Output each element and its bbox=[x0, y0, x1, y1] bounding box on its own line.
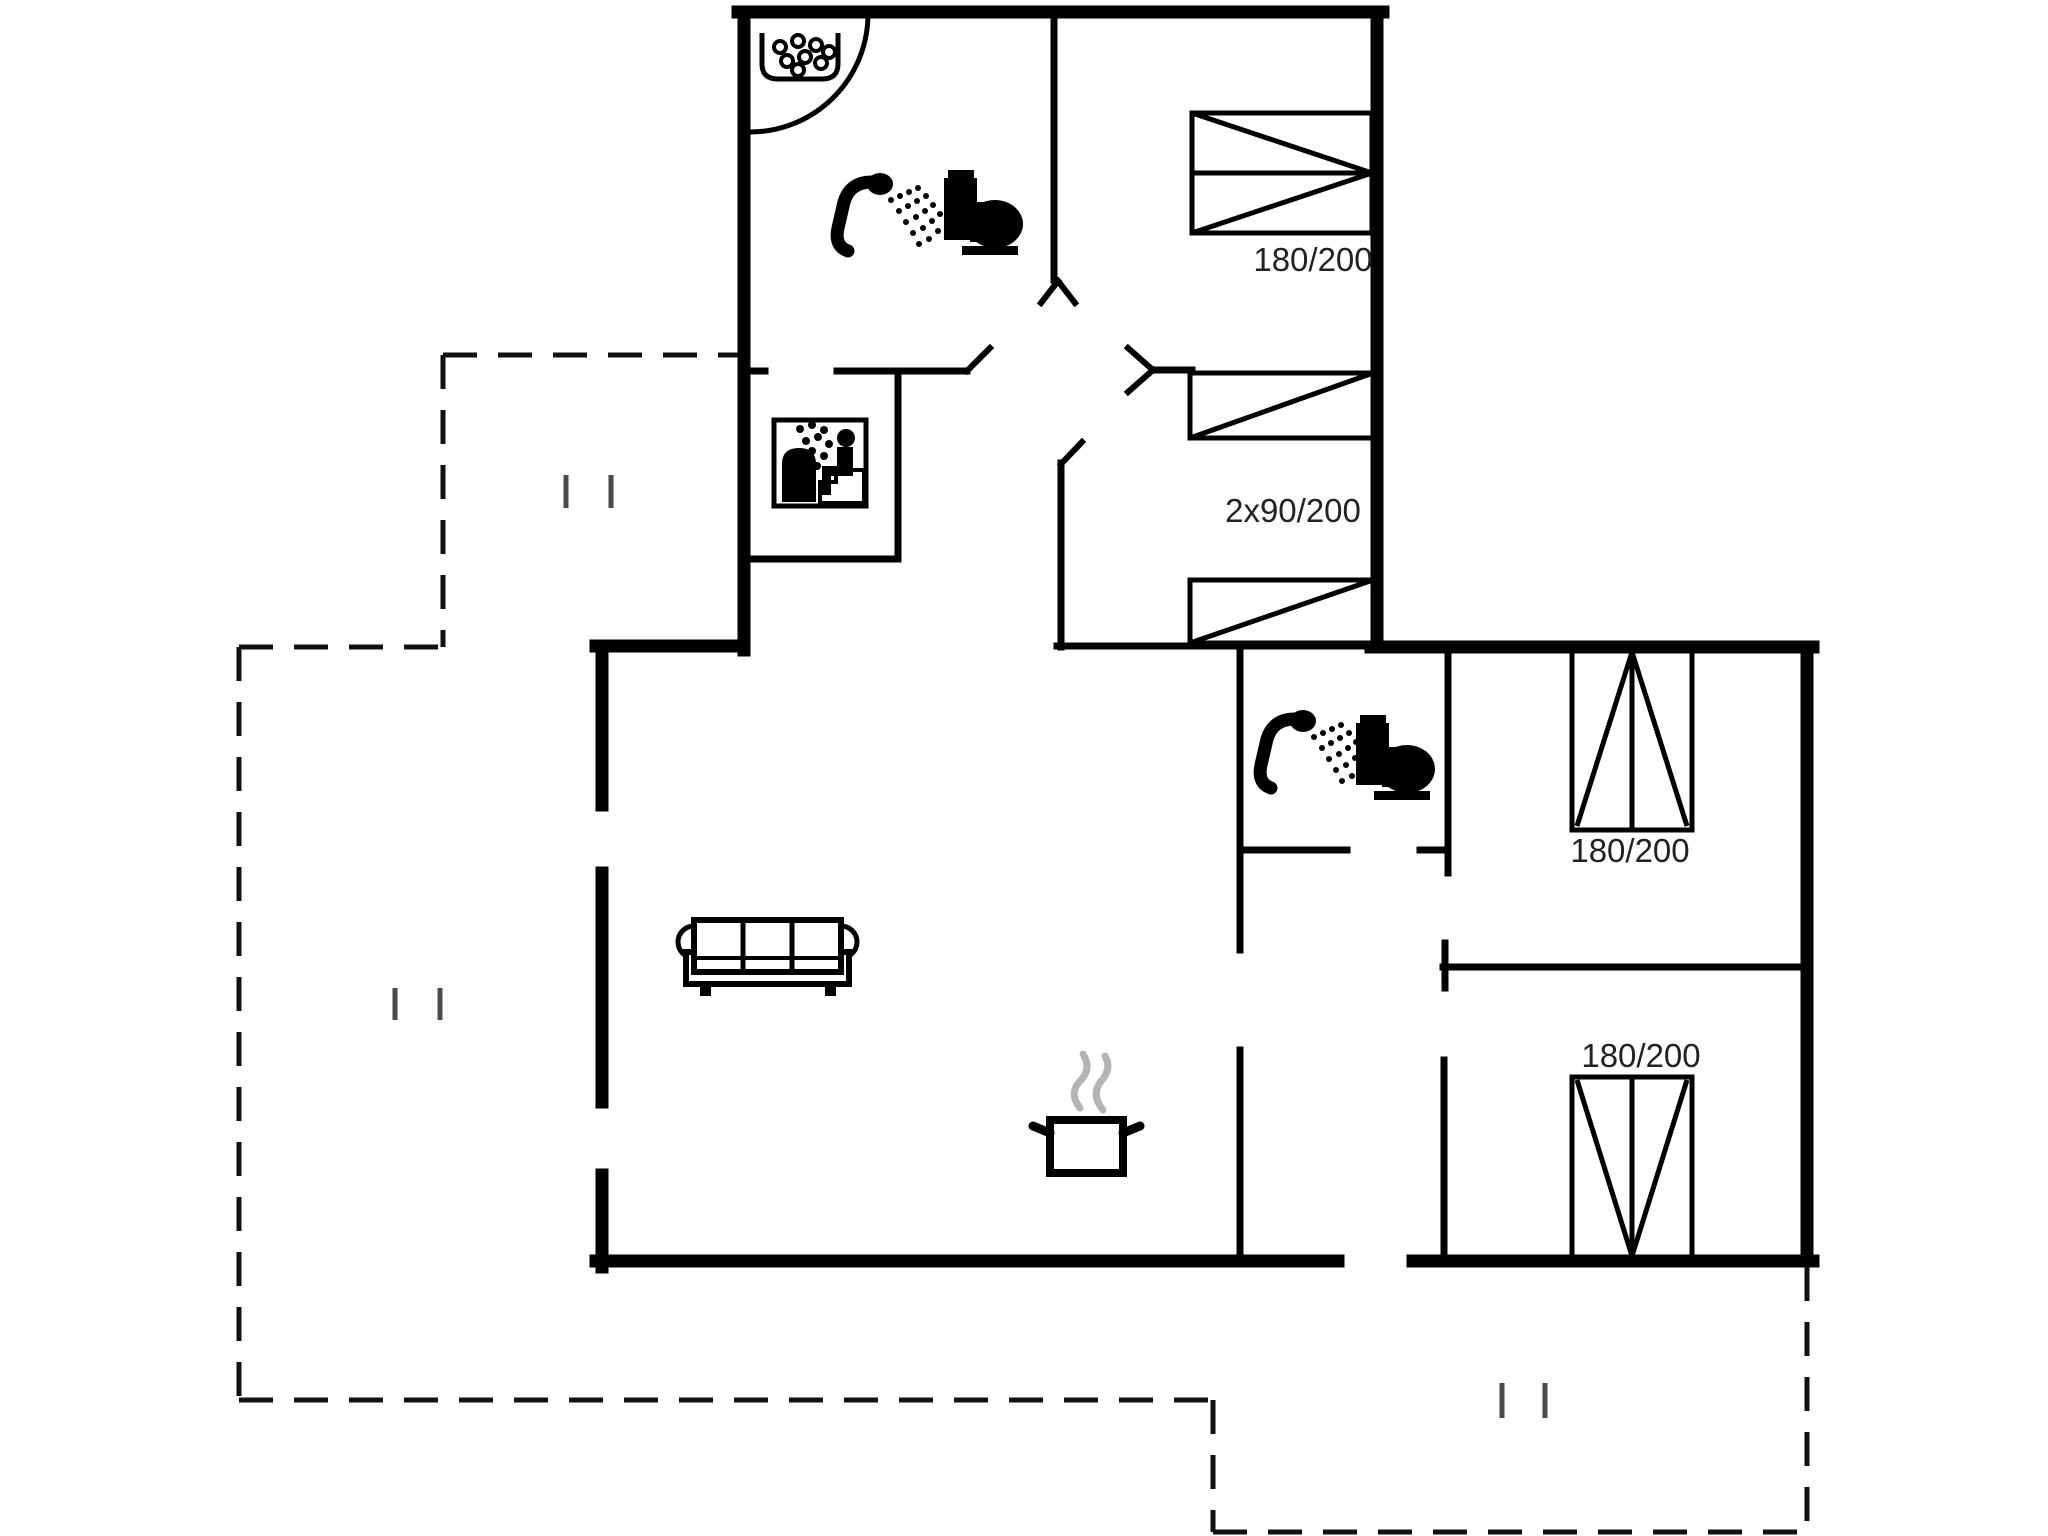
bed-double-south-east bbox=[1569, 1074, 1695, 1265]
shower-icon bbox=[1260, 710, 1366, 788]
toilet-icon bbox=[944, 170, 1023, 255]
entrance-door-arc bbox=[749, 13, 871, 135]
door-markers bbox=[962, 276, 1158, 469]
bed-size-labels: 180/200 2x90/200 180/200 180/200 bbox=[1225, 241, 1701, 1074]
sofa-icon bbox=[675, 917, 860, 996]
toilet-icon bbox=[1356, 715, 1435, 800]
door-marker-hall bbox=[1036, 276, 1080, 308]
steam-wisp bbox=[1092, 1052, 1112, 1114]
whirlpool-icon bbox=[759, 33, 841, 82]
bed-double-north bbox=[1189, 110, 1375, 236]
door-marker-hall-south bbox=[1056, 437, 1087, 469]
bed-size-label: 2x90/200 bbox=[1225, 492, 1361, 529]
steam-wisp bbox=[1070, 1050, 1091, 1112]
bed-size-label: 180/200 bbox=[1253, 241, 1372, 278]
door-marker-sauna-room bbox=[962, 343, 995, 376]
terrace-outlines bbox=[236, 352, 1810, 1535]
window-tick-west bbox=[392, 988, 443, 1020]
window-tick-nw bbox=[563, 475, 614, 508]
sauna-steam-dots bbox=[795, 421, 833, 470]
bed-size-label: 180/200 bbox=[1570, 832, 1689, 869]
bed-twin-a bbox=[1187, 370, 1376, 441]
bed-twin-b bbox=[1187, 577, 1376, 646]
cooking-pot-icon bbox=[1028, 1050, 1145, 1177]
terrace-entrance-ticks bbox=[392, 475, 1548, 1418]
bed-double-east bbox=[1569, 643, 1695, 833]
window-tick-se bbox=[1499, 1383, 1548, 1418]
interior-walls bbox=[740, 10, 1809, 1262]
bed-symbols bbox=[1187, 110, 1695, 1265]
shower-icon bbox=[837, 173, 943, 251]
sauna-icon bbox=[771, 417, 869, 509]
bed-size-label: 180/200 bbox=[1581, 1037, 1700, 1074]
door-marker-bedroom2 bbox=[1123, 343, 1158, 397]
